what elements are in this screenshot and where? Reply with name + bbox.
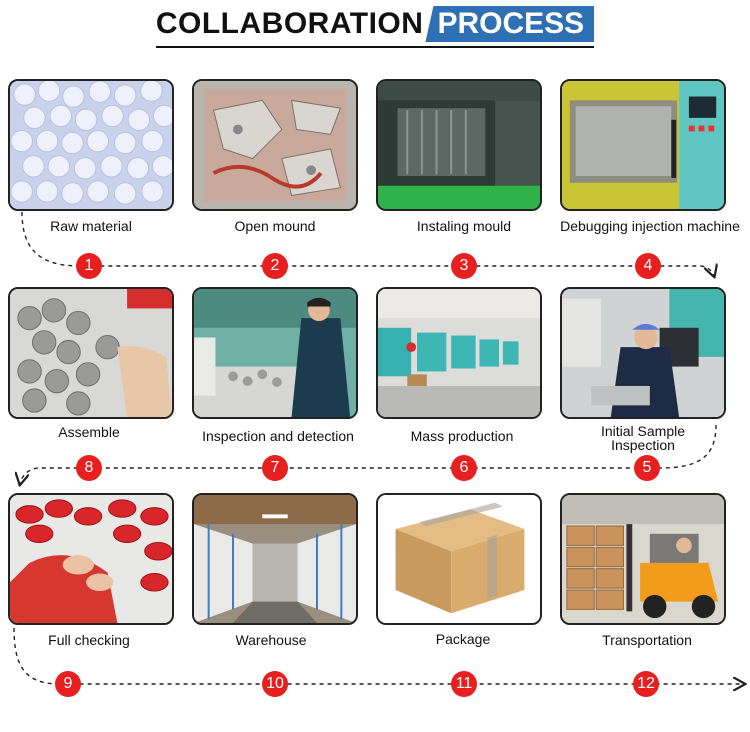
inspection-detection-image [194,289,356,417]
step-label-7: Inspection and detection [202,428,354,444]
raw-material-image [10,81,172,209]
step-badge-9: 9 [55,671,81,697]
title-part1: COLLABORATION [155,7,424,40]
assemble-image [10,289,172,417]
step-badge-7: 7 [262,455,288,481]
tile-open-mound [192,79,358,211]
open-mound-image [194,81,356,209]
mass-production-image [378,289,540,417]
step-label-1: Raw material [50,218,132,234]
debugging-machine-image [562,81,724,209]
package-image [378,495,540,623]
step-label-9: Full checking [48,632,130,648]
tile-initial-sample [560,287,726,419]
tile-full-checking [8,493,174,625]
step-label-4: Debugging injection machine [560,218,740,234]
installing-mould-image [378,81,540,209]
tile-warehouse [192,493,358,625]
step-badge-1: 1 [76,253,102,279]
title-underline [155,46,595,48]
tile-inspection-detection [192,287,358,419]
step-badge-6: 6 [451,455,477,481]
tile-transportation [560,493,726,625]
step-badge-12: 12 [633,671,659,697]
step-label-6: Mass production [410,428,514,444]
warehouse-image [194,495,356,623]
tile-installing-mould [376,79,542,211]
step-label-3: Instaling mould [416,218,512,234]
step-badge-5: 5 [634,455,660,481]
tile-package [376,493,542,625]
tile-raw-material [8,79,174,211]
title-part2: PROCESS [425,6,595,42]
initial-sample-image [562,289,724,417]
step-label-5: Initial Sample Inspection [600,423,686,453]
tile-debugging-machine [560,79,726,211]
step-badge-11: 11 [451,671,477,697]
step-label-11: Package [435,631,491,647]
step-label-2: Open mound [234,218,316,234]
transportation-image [562,495,724,623]
step-badge-8: 8 [76,455,102,481]
step-badge-2: 2 [262,253,288,279]
full-checking-image [10,495,172,623]
step-badge-4: 4 [635,253,661,279]
step-label-10: Warehouse [235,632,307,648]
tile-assemble [8,287,174,419]
step-label-8: Assemble [58,424,120,440]
tile-mass-production [376,287,542,419]
step-label-12: Transportation [602,632,692,648]
step-badge-10: 10 [262,671,288,697]
step-badge-3: 3 [451,253,477,279]
